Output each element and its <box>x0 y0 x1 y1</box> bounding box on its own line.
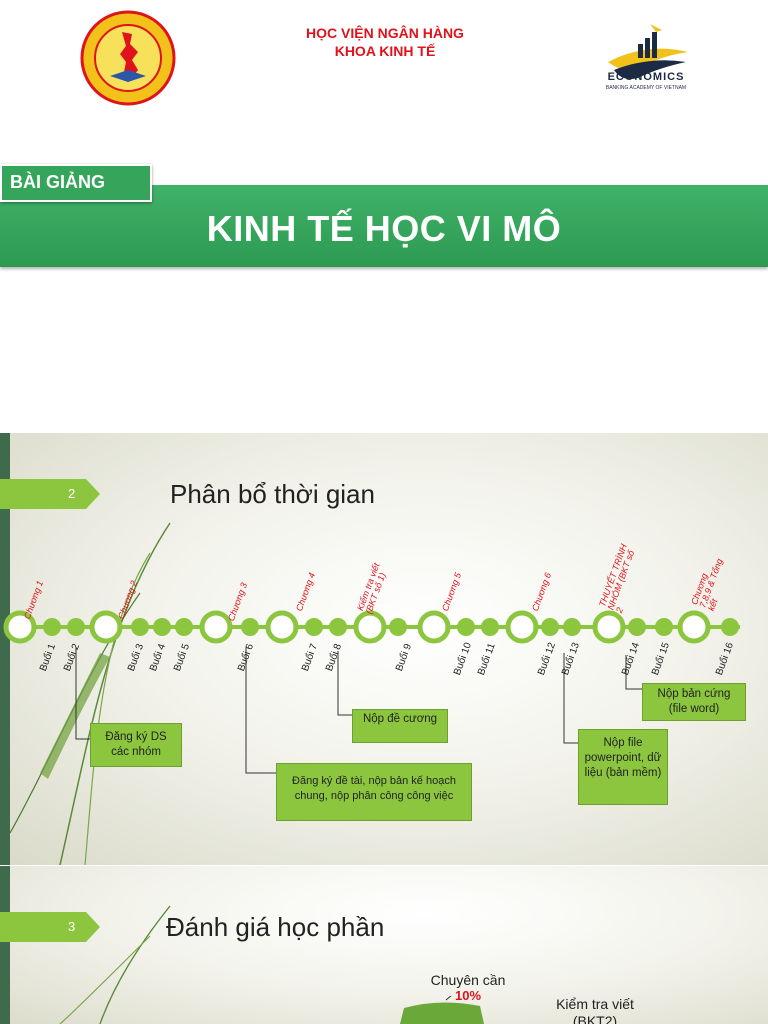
chapter-node-1 <box>3 610 37 644</box>
faculty-line: KHOA KINH TẾ <box>334 43 436 59</box>
attendance-label: Chuyên cần <box>430 972 506 988</box>
economics-subtitle: BANKING ACADEMY OF VIETNAM <box>605 85 687 91</box>
timeline <box>3 610 740 774</box>
slide-title: Đánh giá học phần <box>166 912 385 942</box>
chapter-node-2 <box>89 610 123 644</box>
economics-logo <box>608 24 688 79</box>
slide-number-badge: 2 <box>0 479 100 509</box>
note-register-topic: Đăng ký đề tài, nộp bản kế hoạch chung, … <box>276 763 472 821</box>
chapter-node-5 <box>353 610 387 644</box>
decorative-curves <box>59 905 171 1024</box>
slide-3: 3 Đánh giá học phần Chuyên cần 10% Kiểm … <box>0 866 768 1024</box>
banking-academy-logo <box>80 10 176 106</box>
note-submit-files: Nộp file powerpoint, dữ liệu (bản mềm) <box>578 729 668 805</box>
chapter-node-7 <box>505 610 539 644</box>
attendance-percent: 10% <box>454 988 482 1003</box>
slide-number: 3 <box>68 919 76 934</box>
slide-number: 2 <box>68 486 76 501</box>
left-accent-bar <box>0 433 10 865</box>
slide-2: 2 Phân bổ thời gian <box>0 433 768 865</box>
chapter-node-3 <box>199 610 233 644</box>
institution-line: HỌC VIỆN NGÂN HÀNG <box>306 25 464 41</box>
economics-wordmark: ECONOMICS <box>607 71 685 83</box>
note-register-groups: Đăng ký DS các nhóm <box>90 723 182 767</box>
decorative-curves <box>9 522 171 865</box>
chapter-node-9 <box>677 610 711 644</box>
institution-name: HỌC VIỆN NGÂN HÀNG KHOA KINH TẾ <box>250 24 520 60</box>
slide-number-badge: 3 <box>0 912 100 942</box>
left-accent-bar <box>0 866 10 1024</box>
course-title: KINH TẾ HỌC VI MÔ <box>206 208 562 249</box>
lecture-tag: BÀI GIẢNG <box>0 164 152 202</box>
note-submit-outline: Nộp đề cương <box>352 709 448 743</box>
slide-1: HỌC VIỆN NGÂN HÀNG KHOA KINH TẾ ECONOMIC… <box>0 0 768 432</box>
chapter-node-8 <box>592 610 626 644</box>
pie-chart <box>400 996 484 1024</box>
written-test-label: Kiểm tra viết (BKT2) <box>556 996 634 1024</box>
slide-title: Phân bổ thời gian <box>170 479 375 509</box>
lecture-tag-label: BÀI GIẢNG <box>10 172 106 192</box>
note-submit-hardcopy: Nộp bản cứng (file word) <box>642 683 746 721</box>
chapter-node-6 <box>417 610 451 644</box>
chapter-node-4 <box>265 610 299 644</box>
